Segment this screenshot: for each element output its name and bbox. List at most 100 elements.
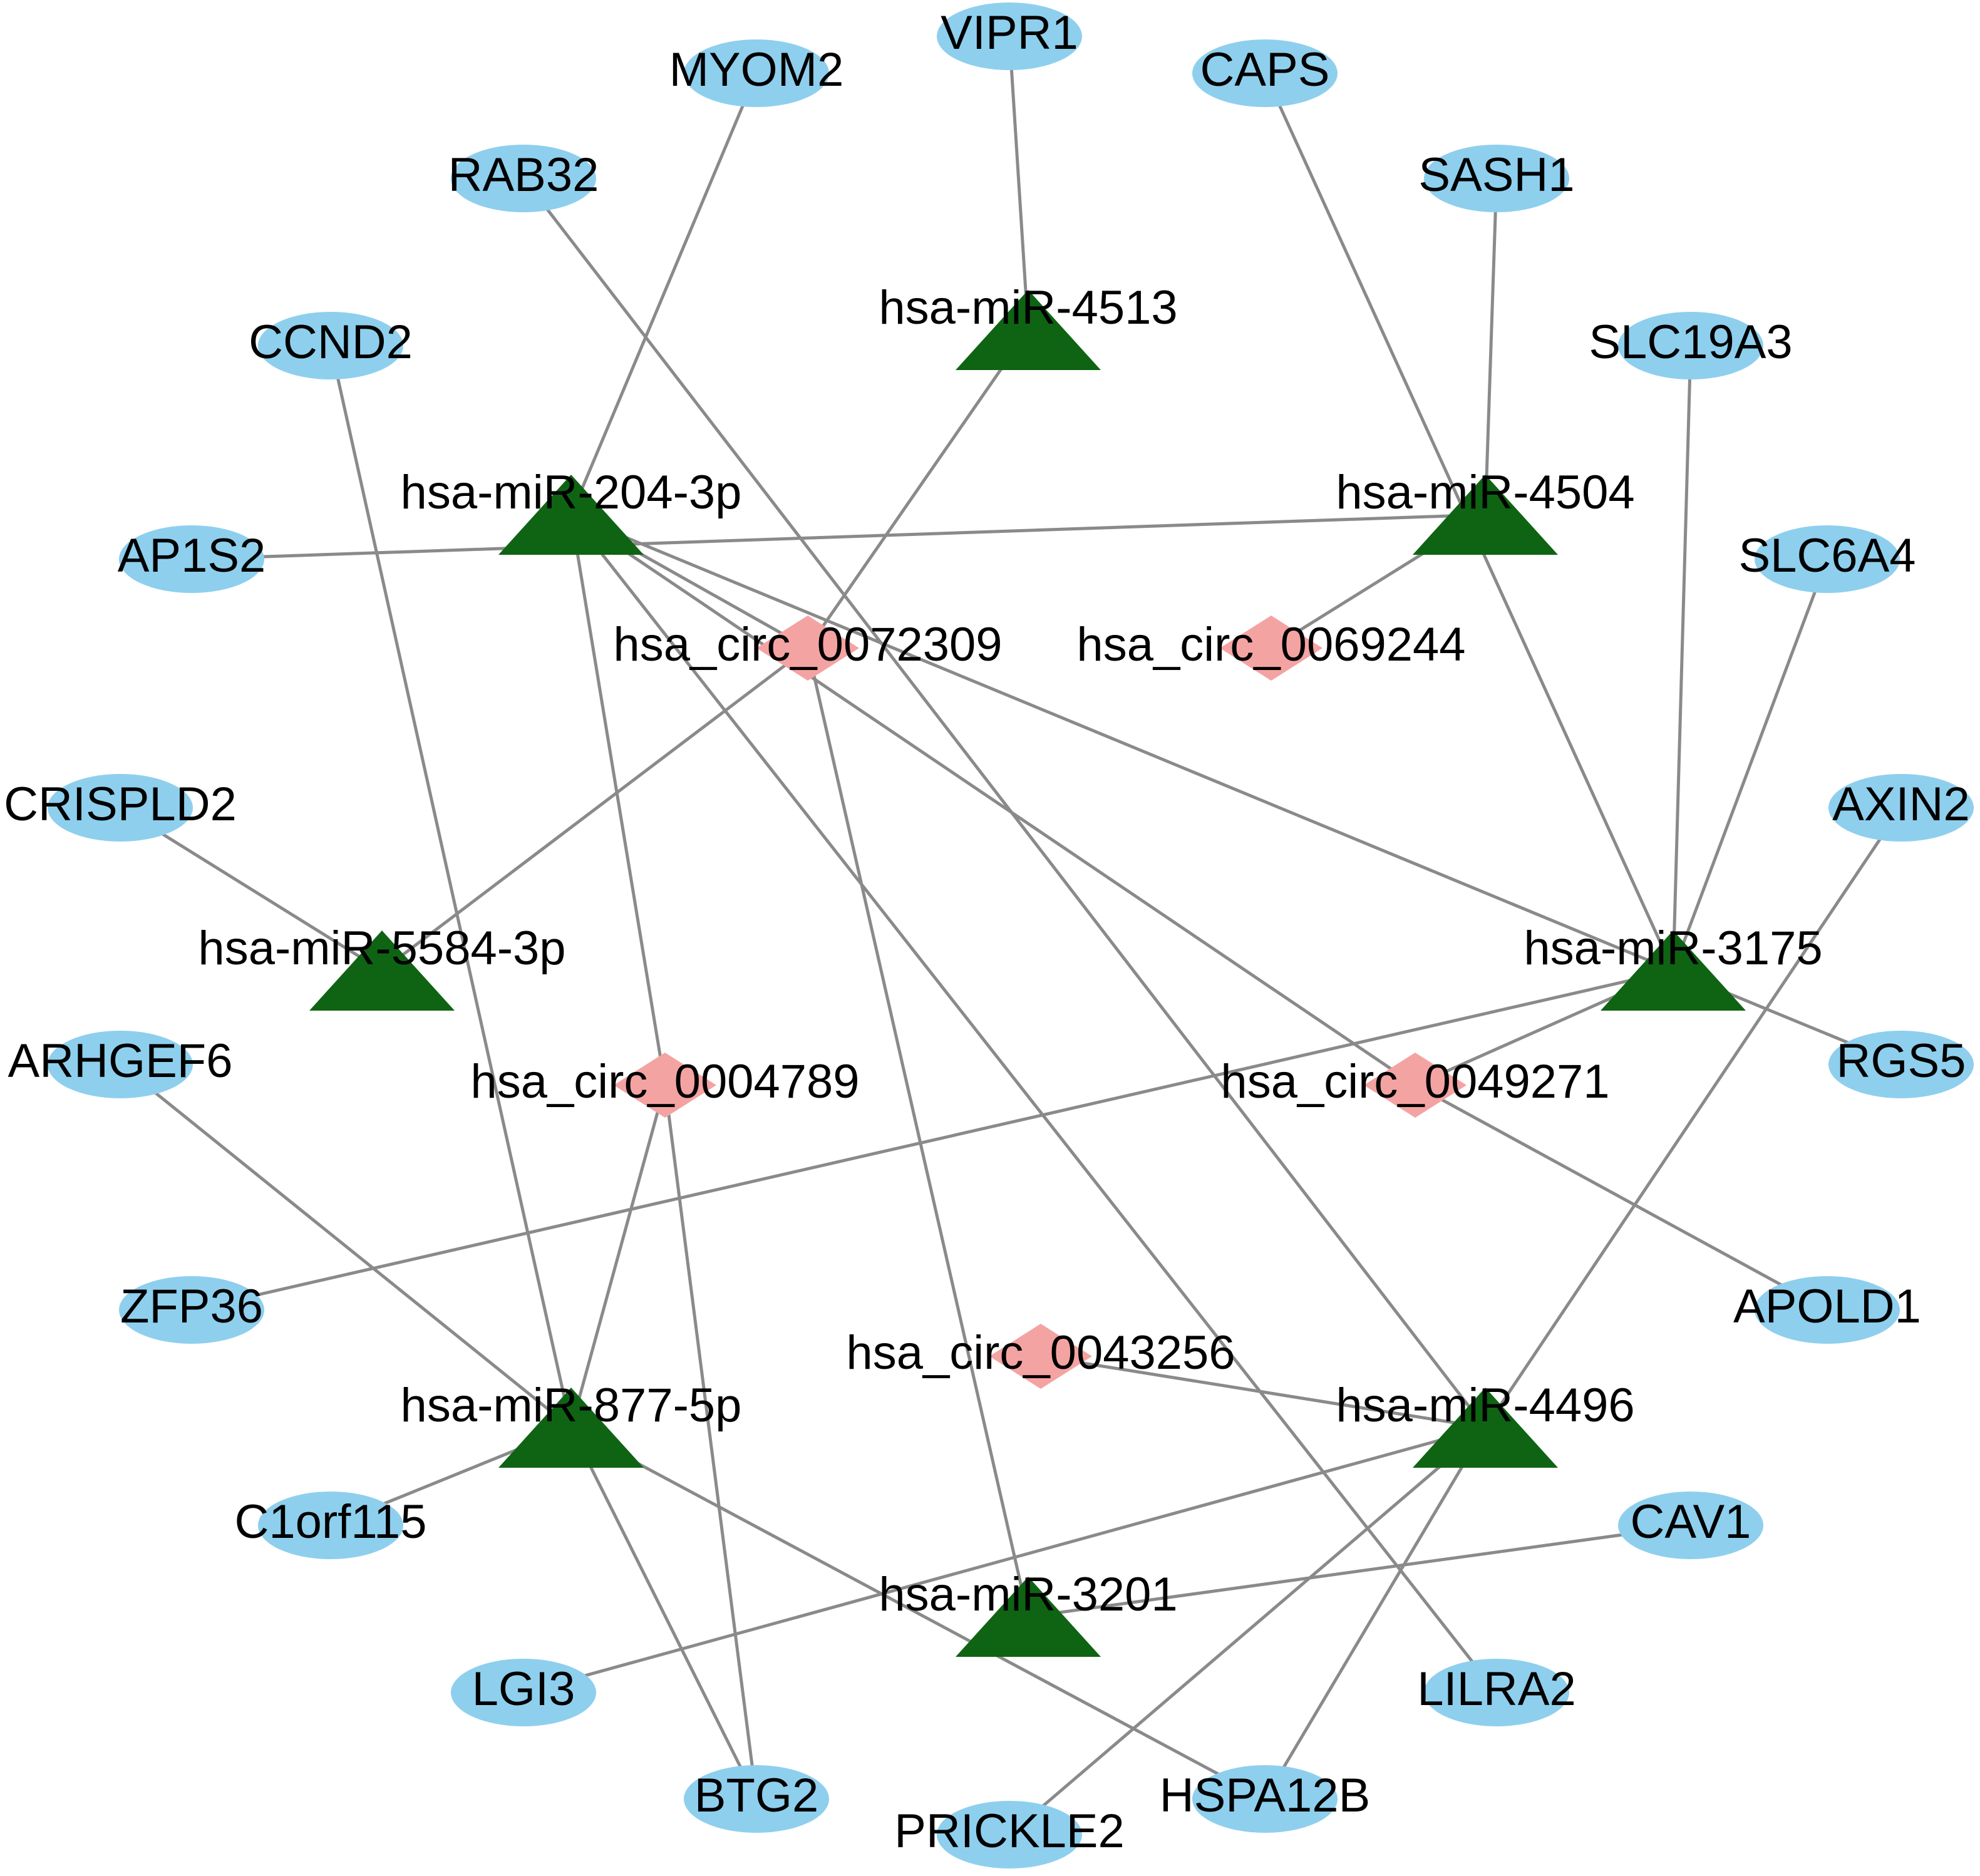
gene-label-RGS5: RGS5 [1837,1034,1966,1088]
edge-miR4496-PRICKLE2 [1008,1426,1487,1836]
edge-circ0004789-miR877 [569,1085,667,1428]
mirna-node-miR4513 [956,290,1101,370]
circrna-label-circ0049271: hsa_circ_0049271 [1220,1055,1609,1108]
gene-node-PRICKLE2 [937,1801,1082,1868]
gene-node-RAB32 [451,145,596,212]
edge-miR877-BTG2 [569,1426,758,1800]
gene-node-SASH1 [1424,145,1569,212]
edge-RAB32-miR4496 [522,177,1487,1429]
mirna-label-miR4496: hsa-miR-4496 [1336,1379,1634,1432]
gene-node-SLC19A3 [1618,312,1763,379]
gene-label-CCND2: CCND2 [249,316,413,369]
circrna-node-circ0043256 [989,1324,1092,1389]
mirna-label-miR3201: hsa-miR-3201 [879,1568,1177,1621]
gene-label-SLC6A4: SLC6A4 [1738,529,1916,582]
edge-SLC19A3-miR3175 [1671,345,1693,971]
gene-label-CAV1: CAV1 [1631,1495,1751,1549]
gene-label-HSPA12B: HSPA12B [1160,1769,1371,1822]
gene-node-LILRA2 [1424,1659,1569,1726]
gene-node-CRISPLD2 [48,774,193,842]
edge-circ0043256-miR4496 [1040,1354,1486,1430]
edge-miR4496-HSPA12B [1263,1426,1487,1800]
edge-CRISPLD2-miR5584 [119,806,383,972]
mirna-label-miR4513: hsa-miR-4513 [879,281,1177,334]
gene-node-CAV1 [1618,1492,1763,1559]
gene-node-C1orf115 [258,1492,403,1559]
edge-MYOM2-miR204 [569,73,758,515]
edge-AP1S2-miR4504 [191,513,1486,561]
edge-AXIN2-miR4496 [1483,807,1903,1429]
gene-node-BTG2 [684,1765,829,1833]
edge-CAV1-miR3201 [1028,1523,1691,1619]
mirna-node-miR5584 [309,930,455,1011]
gene-node-CAPS [1192,39,1338,107]
gene-label-MYOM2: MYOM2 [669,43,844,96]
mirna-label-miR5584: hsa-miR-5584-3p [198,922,565,975]
gene-node-RGS5 [1828,1031,1974,1098]
gene-node-VIPR1 [937,3,1082,70]
gene-node-CCND2 [258,312,403,379]
gene-label-SASH1: SASH1 [1418,148,1574,202]
mirna-label-miR877: hsa-miR-877-5p [401,1379,742,1432]
gene-label-LILRA2: LILRA2 [1417,1662,1576,1716]
mirna-node-miR3201 [956,1577,1101,1657]
gene-node-ZFP36 [119,1276,264,1344]
edge-circ0004789-BTG2 [663,1085,758,1800]
edge-miR4496-LGI3 [523,1426,1486,1694]
circrna-node-circ0072309 [756,616,859,681]
mirna-node-miR4504 [1413,475,1558,555]
circrna-label-circ0069244: hsa_circ_0069244 [1076,618,1465,671]
edge-SASH1-miR4504 [1483,178,1498,515]
gene-node-ARHGEF6 [48,1031,193,1098]
circrna-label-circ0043256: hsa_circ_0043256 [846,1326,1235,1379]
gene-label-PRICKLE2: PRICKLE2 [894,1805,1125,1858]
edge-CCND2-miR877 [329,345,573,1428]
gene-label-ZFP36: ZFP36 [120,1280,263,1333]
edge-ARHGEF6-miR877 [119,1063,572,1429]
gene-label-AXIN2: AXIN2 [1832,778,1970,831]
edge-circ0072309-miR5584 [381,647,809,972]
edge-SLC6A4-miR3175 [1671,559,1829,971]
gene-label-VIPR1: VIPR1 [941,6,1078,59]
gene-label-BTG2: BTG2 [694,1769,819,1822]
mirna-node-miR3175 [1601,930,1746,1011]
gene-label-SLC19A3: SLC19A3 [1589,316,1792,369]
gene-label-RAB32: RAB32 [448,148,599,202]
mirna-label-miR4504: hsa-miR-4504 [1336,466,1634,519]
gene-node-SLC6A4 [1755,525,1900,593]
gene-node-APOLD1 [1755,1276,1900,1344]
gene-label-AP1S2: AP1S2 [118,529,266,582]
gene-label-CAPS: CAPS [1200,43,1330,96]
circrna-label-circ0004789: hsa_circ_0004789 [470,1055,859,1108]
nodes-layer [48,3,1974,1868]
edge-circ0072309-miR3201 [806,647,1030,1617]
gene-label-APOLD1: APOLD1 [1733,1280,1921,1333]
gene-node-LGI3 [451,1659,596,1726]
gene-label-C1orf115: C1orf115 [234,1495,426,1549]
mirna-node-miR204 [498,475,644,555]
mirna-label-miR204: hsa-miR-204-3p [401,466,742,519]
edge-miR204-circ0049271 [570,513,1416,1087]
gene-node-AXIN2 [1828,774,1974,842]
gene-node-MYOM2 [684,39,829,107]
gene-node-AP1S2 [119,525,264,593]
mirna-node-miR4496 [1413,1388,1558,1468]
edge-miR204-circ0004789 [569,514,667,1086]
gene-label-LGI3: LGI3 [472,1662,575,1716]
edge-VIPR1-miR4513 [1008,36,1030,331]
edge-miR4513-circ0072309 [806,329,1030,649]
gene-label-ARHGEF6: ARHGEF6 [8,1034,233,1088]
edge-miR877-HSPA12B [570,1426,1266,1801]
mirna-label-miR3175: hsa-miR-3175 [1524,922,1822,975]
gene-label-CRISPLD2: CRISPLD2 [4,778,237,831]
circrna-node-circ0004789 [614,1053,716,1118]
circrna-label-circ0072309: hsa_circ_0072309 [613,618,1002,671]
circrna-node-circ0069244 [1220,616,1323,681]
edge-ZFP36-miR3175 [191,969,1674,1312]
edge-circ0049271-APOLD1 [1414,1083,1828,1312]
edge-miR204-miR3175 [570,513,1674,972]
circrna-node-circ0049271 [1364,1053,1467,1118]
gene-node-HSPA12B [1192,1765,1338,1833]
